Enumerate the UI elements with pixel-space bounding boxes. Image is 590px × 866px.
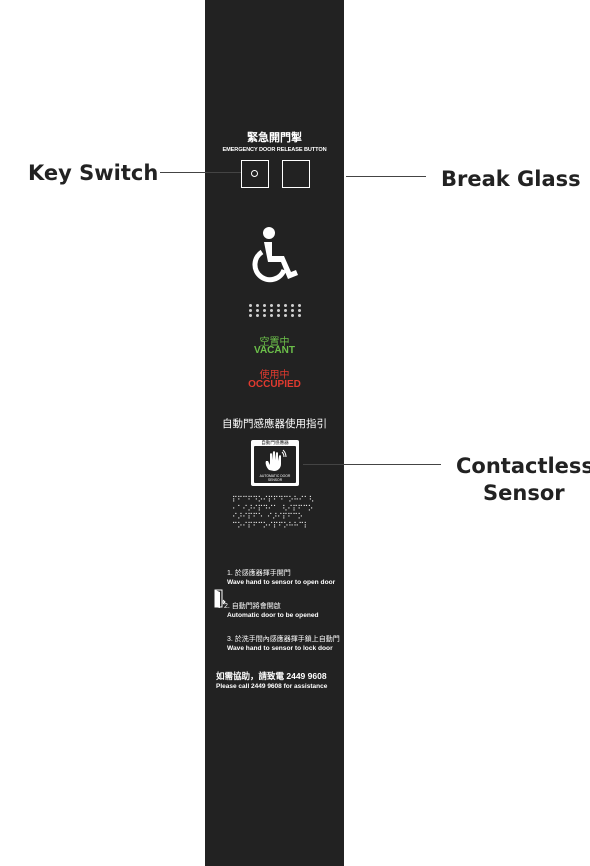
emergency-title-cn: 緊急開門掣 <box>247 132 302 144</box>
door-icon <box>214 588 226 615</box>
callout-contactless-line1: Contactless <box>456 454 590 478</box>
occupied-label-en: OCCUPIED <box>248 379 301 390</box>
vacant-label-cn: 空置中 <box>259 337 290 348</box>
vacant-label-en: VACANT <box>254 345 295 356</box>
sensor-guide-title: 自動門感應器使用指引 <box>222 418 327 430</box>
assist-en: Please call 2449 9608 for assistance <box>216 683 328 690</box>
step2-en: Automatic door to be opened <box>227 612 319 619</box>
wheelchair-icon <box>248 226 304 284</box>
step2-cn: 2. 自動門將會開啟 <box>224 603 281 610</box>
leader-break-glass <box>346 176 426 177</box>
braille-line: ⠏⠋⠉⠋⠙⠕⠊⠏⠋⠙⠉⠕⠓⠊⠁⠣ <box>232 495 314 504</box>
break-glass-button[interactable] <box>282 160 310 188</box>
callout-key-switch: Key Switch <box>28 161 159 185</box>
braille-line: ⠊⠜⠊⠏⠋⠑ ⠊⠜⠊⠏⠋⠉⠕ <box>232 512 303 521</box>
keyhole-icon <box>251 170 258 177</box>
contactless-sensor[interactable]: 自動門感應器 AUTOMATIC DOOR SENSOR <box>251 440 299 486</box>
sensor-label-cn: 自動門感應器 <box>261 440 289 445</box>
sensor-label-en: AUTOMATIC DOOR SENSOR <box>259 474 291 482</box>
leader-key-switch <box>160 172 242 173</box>
braille-line: ⠂⠁⠊⠜⠊⠏⠙⠊⠁ ⠣⠊⠏⠋⠉⠕ <box>232 503 313 513</box>
occupied-label-cn: 使用中 <box>259 370 290 381</box>
key-switch[interactable] <box>241 160 269 188</box>
step1-en: Wave hand to sensor to open door <box>227 579 336 586</box>
emergency-title-en: EMERGENCY DOOR RELEASE BUTTON <box>222 147 327 153</box>
assist-cn: 如需協助，請致電 2449 9608 <box>216 671 327 681</box>
step1-cn: 1. 於感應器揮手開門 <box>227 570 291 577</box>
hand-wave-icon <box>263 449 287 478</box>
leader-contactless-sensor <box>303 464 441 465</box>
step3-en: Wave hand to sensor to lock door <box>227 645 333 652</box>
callout-break-glass: Break Glass <box>441 167 581 191</box>
step3-cn: 3. 於洗手間內感應器揮手鎖上自動門 <box>227 636 340 643</box>
braille-text: ⠏⠋⠉⠋⠙⠕⠊⠏⠋⠙⠉⠕⠓⠊⠁⠣ ⠂⠁⠊⠜⠊⠏⠙⠊⠁ ⠣⠊⠏⠋⠉⠕ ⠊⠜⠊⠏⠋⠑… <box>232 495 324 530</box>
speaker-dot-grid <box>247 303 307 318</box>
door-control-panel <box>205 0 344 866</box>
braille-line: ⠉⠕⠊⠏⠋⠉⠕⠊⠏⠋⠕⠓⠓⠉⠇ <box>232 520 309 530</box>
callout-contactless-line2: Sensor <box>483 481 565 505</box>
